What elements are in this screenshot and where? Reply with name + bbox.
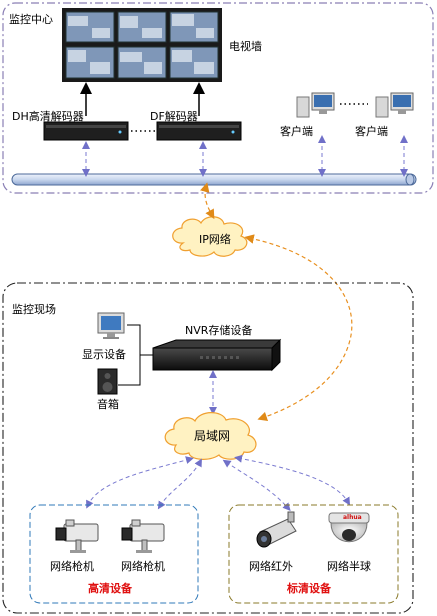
client-computer	[296, 92, 335, 118]
tv-wall-label: 电视墙	[229, 40, 262, 53]
lan-to-camera-link	[86, 456, 194, 509]
lan-cloud	[164, 412, 257, 460]
ip-to-lan-link	[244, 234, 353, 421]
lan-to-camera-link	[157, 458, 202, 510]
monitoring-site-title: 监控现场	[12, 303, 56, 316]
lan-to-camera-link	[234, 454, 351, 506]
hd-bullet-camera	[121, 519, 165, 553]
hd-bullet-camera	[55, 519, 99, 553]
tv-wall	[62, 8, 222, 82]
hd-group-border	[29, 504, 199, 604]
nvr-label: NVR存储设备	[185, 324, 253, 337]
dh-decoder-label: DH高清解码器	[12, 110, 84, 123]
network-bus	[11, 173, 417, 186]
lan-label: 局域网	[194, 429, 231, 443]
hd-camera-label-2: 网络枪机	[121, 560, 165, 573]
ip-network-cloud	[172, 216, 248, 257]
ip-network-label: IP网络	[199, 233, 231, 246]
sd-group-label: 标清设备	[287, 582, 331, 595]
client-label-2: 客户端	[355, 125, 388, 138]
sd-dome-camera	[328, 512, 370, 543]
sd-group-border	[228, 504, 399, 604]
sd-camera-label-2: 网络半球	[327, 560, 371, 573]
df-decoder-device	[156, 121, 242, 141]
sd-camera-label-1: 网络红外	[249, 560, 293, 573]
client-label-1: 客户端	[280, 125, 313, 138]
df-decoder-label: DF解码器	[150, 110, 198, 123]
monitoring-center-border	[2, 2, 434, 194]
speaker-label: 音箱	[97, 398, 119, 411]
display-label: 显示设备	[82, 348, 126, 361]
monitoring-center-title: 监控中心	[9, 13, 53, 26]
dome-brand-logo: alhua	[343, 514, 362, 521]
hd-camera-label-1: 网络枪机	[50, 560, 94, 573]
monitoring-site-border	[2, 282, 414, 614]
hd-group-label: 高清设备	[88, 582, 132, 595]
speaker-device	[97, 368, 118, 395]
client-computer	[375, 92, 414, 118]
nvr-device	[152, 338, 282, 372]
lan-to-camera-link	[222, 459, 291, 511]
display-device	[97, 312, 125, 339]
dh-decoder-device	[43, 121, 129, 141]
sd-infrared-camera	[256, 511, 297, 548]
bus-to-ip-link	[200, 182, 215, 220]
